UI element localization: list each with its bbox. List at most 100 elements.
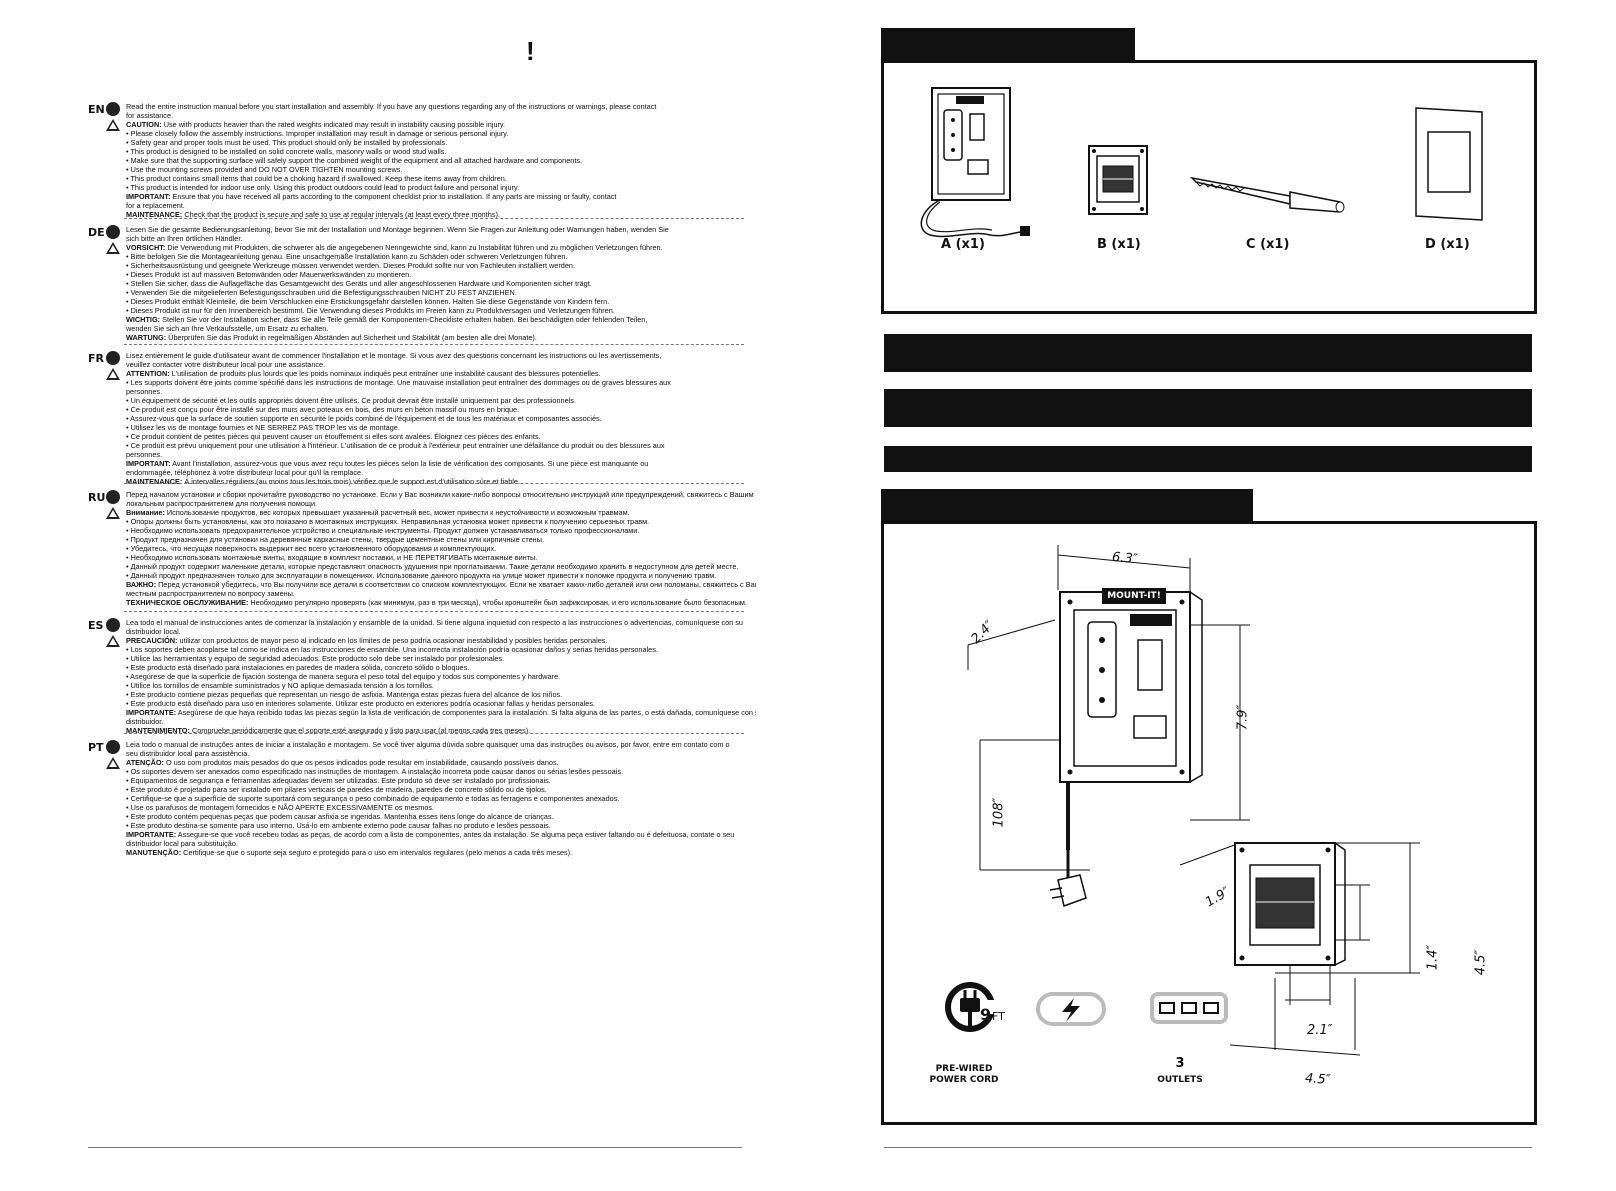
text-line: ATTENTION: L'utilisation de produits plu… — [126, 369, 601, 378]
text-line: endommagée, téléphonez à votre distribut… — [126, 468, 364, 477]
text-line: • Убедитесь, что несущая поверхность выд… — [126, 544, 497, 553]
text-line: • Продукт предназначен для установки на … — [126, 535, 544, 544]
text-line: personnes. — [126, 450, 163, 459]
warning-triangle-icon — [106, 368, 120, 380]
dimensions-panel — [881, 521, 1537, 1125]
section-bar-2 — [884, 389, 1532, 427]
language-text: Перед началом установки и сборки прочита… — [126, 490, 756, 607]
language-code: DE — [88, 226, 105, 239]
text-line: • Dieses Produkt ist auf massiven Betonw… — [126, 270, 412, 279]
text-line: • Данный продукт предназначен только для… — [126, 571, 717, 580]
language-code: FR — [88, 352, 104, 365]
text-line: • Bitte befolgen Sie die Montageanleitun… — [126, 252, 568, 261]
section-divider — [124, 218, 744, 219]
section-bar-1 — [884, 334, 1532, 372]
text-line: • Un équipement de sécurité et les outil… — [126, 396, 576, 405]
text-line: • Необходимо использовать предохранитель… — [126, 526, 640, 535]
text-line: ATENÇÃO: O uso com produtos mais pesados… — [126, 758, 559, 767]
language-text: Read the entire instruction manual befor… — [126, 102, 756, 219]
text-line: WICHTIG: Stellen Sie vor der Installatio… — [126, 315, 648, 324]
warning-triangle-icon — [106, 635, 120, 647]
part-a-label: A (x1) — [941, 237, 985, 252]
globe-icon — [106, 618, 120, 632]
text-line: • Данный продукт содержит маленькие дета… — [126, 562, 739, 571]
text-line: • Este producto está diseñado para uso e… — [126, 699, 596, 708]
text-line: IMPORTANTE: Asegúrese de que haya recibi… — [126, 708, 756, 717]
text-line: veuillez contacter votre distributeur lo… — [126, 360, 326, 369]
text-line: • Este produto destina-se somente para u… — [126, 821, 551, 830]
text-line: • Les supports doivent être joints comme… — [126, 378, 671, 387]
text-line: • Необходимо использовать монтажные винт… — [126, 553, 538, 562]
text-line: локальным распространителем для получени… — [126, 499, 318, 508]
cord-length-value: 9 — [980, 1005, 992, 1024]
warning-triangle-icon — [106, 757, 120, 769]
language-text: Lea todo el manual de instrucciones ante… — [126, 618, 756, 735]
text-line: WARTUNG: Überprüfen Sie das Produkt in r… — [126, 333, 537, 342]
text-line: seu distribuidor local para assistência. — [126, 749, 250, 758]
text-line: • Ce produit contient de petites pièces … — [126, 432, 541, 441]
dim-small-width: 4.5″ — [1304, 1071, 1332, 1088]
language-code: PT — [88, 741, 104, 754]
text-line: Read the entire instruction manual befor… — [126, 102, 657, 111]
text-line: • Ce produit est conçu pour être install… — [126, 405, 520, 414]
warning-triangle-icon — [106, 242, 120, 254]
text-line: • Use the mounting screws provided and D… — [126, 165, 403, 174]
language-text: Lesen Sie die gesamte Bedienungsanleitun… — [126, 225, 756, 342]
text-line: ТЕХНИЧЕСКОЕ ОБСЛУЖИВАНИЕ: Необходимо рег… — [126, 598, 747, 607]
text-line: ВАЖНО: Перед установкой убедитесь, что В… — [126, 580, 756, 589]
text-line: • Utilice las herramientas y equipo de s… — [126, 654, 505, 663]
text-line: MAINTENANCE: À intervalles réguliers (au… — [126, 477, 520, 486]
dim-cord-length: 108″ — [991, 797, 1007, 828]
text-line: • Este producto está diseñado para insta… — [126, 663, 470, 672]
language-text: Lisez entièrement le guide d'utilisateur… — [126, 351, 756, 486]
dim-top-width: 6.3″ — [1111, 549, 1139, 568]
dimensions-drawing — [945, 545, 1420, 1056]
text-line: MANTENIMIENTO: Compruebe periódicamente … — [126, 726, 531, 735]
text-line: Lea todo el manual de instrucciones ante… — [126, 618, 743, 627]
text-line: • This product contains small items that… — [126, 174, 507, 183]
text-line: • This product is intended for indoor us… — [126, 183, 520, 192]
cord-feature-label-2: POWER CORD — [929, 1075, 999, 1085]
recessed-box-drawing — [1049, 591, 1203, 907]
text-line: • Assurez-vous que la surface de soutien… — [126, 414, 602, 423]
right-footer-rule — [884, 1147, 1532, 1148]
text-line: IMPORTANTE: Assegure-se que você recebeu… — [126, 830, 735, 839]
text-line: for assistance. — [126, 111, 174, 120]
language-code: ES — [88, 619, 104, 632]
language-code: RU — [88, 491, 106, 504]
globe-icon — [106, 740, 120, 754]
part-a-recessed-box-image — [920, 87, 1030, 238]
globe-icon — [106, 225, 120, 239]
outlets-count: 3 — [1175, 1056, 1185, 1071]
language-text: Leia todo o manual de instruções antes d… — [126, 740, 756, 857]
globe-icon — [106, 490, 120, 504]
text-line: personnes. — [126, 387, 163, 396]
text-line: • Dieses Produkt ist nur für den Innenbe… — [126, 306, 615, 315]
part-c-drywall-saw-image — [1190, 176, 1345, 213]
dimensions-header-tab — [881, 489, 1253, 523]
text-line: • Este produto contém pequenas peças que… — [126, 812, 554, 821]
left-footer-rule — [88, 1147, 742, 1148]
warning-title-mark: ! — [526, 36, 535, 66]
globe-icon — [106, 102, 120, 116]
text-line: • Stellen Sie sicher, dass die Auflagefl… — [126, 279, 592, 288]
text-line: Внимание: Использование продуктов, вес к… — [126, 508, 630, 517]
text-line: sich bitte an Ihren örtlichen Händler. — [126, 234, 243, 243]
section-divider — [124, 611, 744, 612]
text-line: PRECAUCIÓN: utilizar con productos de ma… — [126, 636, 608, 645]
text-line: distribuidor local. — [126, 627, 181, 636]
outlets-label: OUTLETS — [1157, 1075, 1203, 1085]
warning-triangle-icon — [106, 507, 120, 519]
section-divider — [124, 344, 744, 345]
cord-length-unit: FT — [992, 1010, 1005, 1023]
text-line: IMPORTANT: Avant l'installation, assurez… — [126, 459, 649, 468]
dim-height: 7.9″ — [1235, 704, 1251, 731]
text-line: • Please closely follow the assembly ins… — [126, 129, 509, 138]
text-line: • Verwenden Sie die mitgelieferten Befes… — [126, 288, 517, 297]
section-divider — [124, 483, 744, 484]
part-b-cable-pass-through-image — [1088, 145, 1148, 215]
text-line: • Ce produit est prévu uniquement pour u… — [126, 441, 665, 450]
text-line: • Certifique-se que a superfície de supo… — [126, 794, 620, 803]
text-line: • Asegúrese de que la superficie de fija… — [126, 672, 561, 681]
